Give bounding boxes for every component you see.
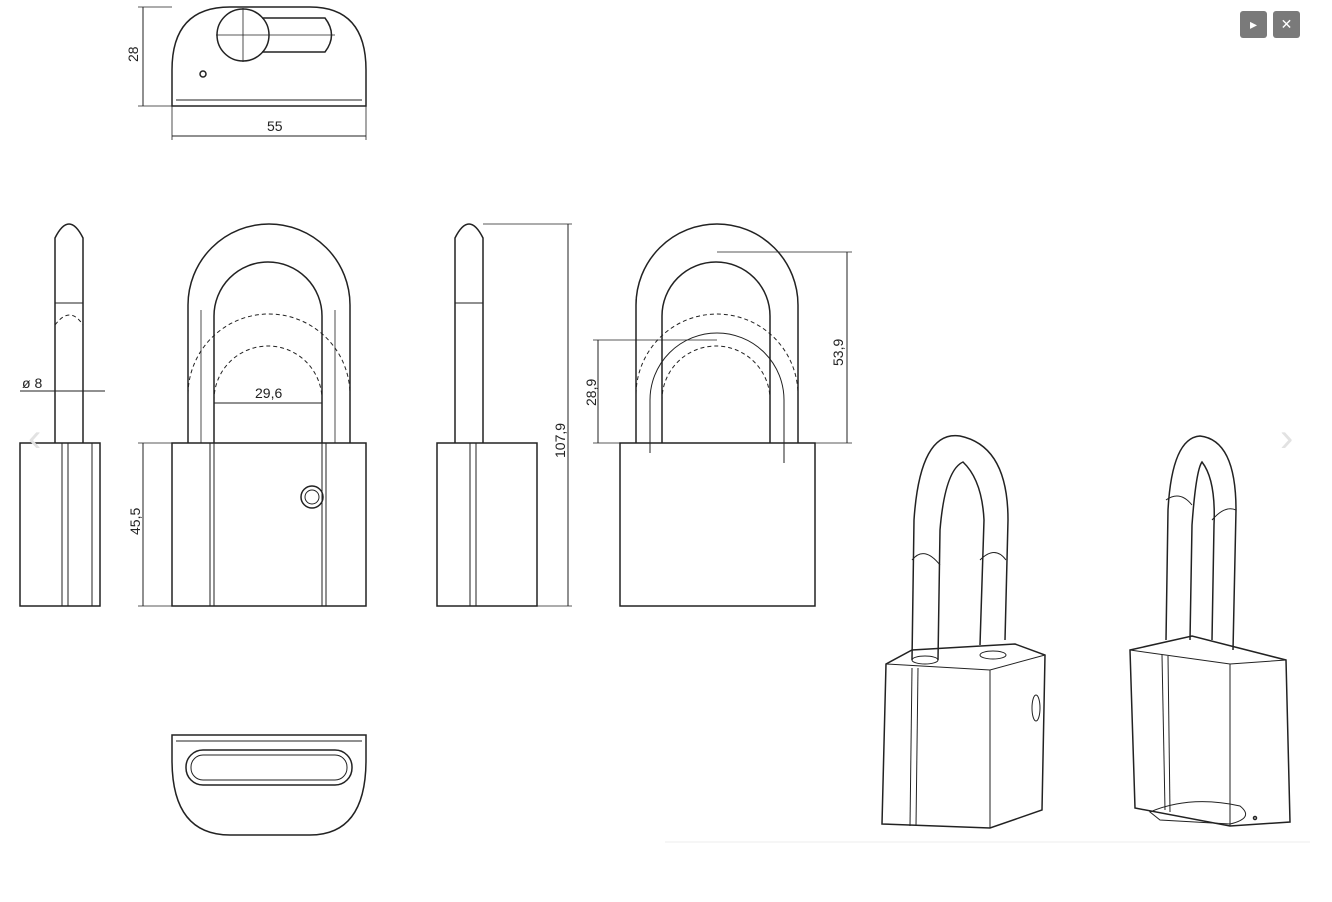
dim-top-height: 28 <box>125 46 141 62</box>
bottom-view <box>171 734 367 836</box>
top-view: 28 55 <box>125 6 367 140</box>
chevron-right-icon: › <box>1280 416 1294 460</box>
open-view: 53,9 28,9 <box>583 223 852 607</box>
dim-top-width: 55 <box>267 118 283 134</box>
chevron-left-icon: ‹ <box>28 416 42 460</box>
dim-total-height: 107,9 <box>552 423 568 458</box>
close-button[interactable]: ✕ <box>1273 11 1300 38</box>
dim-shackle-diameter: ø 8 <box>22 375 42 391</box>
side-view: 107,9 <box>436 223 572 607</box>
slideshow-play-button[interactable]: ▸ <box>1240 11 1267 38</box>
previous-image-button[interactable]: ‹ <box>28 418 41 458</box>
perspective-view-bottom <box>1129 435 1291 827</box>
front-view: 29,6 45,5 <box>127 223 367 607</box>
play-icon: ▸ <box>1249 16 1258 32</box>
left-side-view: ø 8 <box>19 223 105 607</box>
close-icon: ✕ <box>1280 16 1293 32</box>
dim-shackle-height: 53,9 <box>830 339 846 366</box>
dim-shackle-clearance: 28,9 <box>583 379 599 406</box>
next-image-button[interactable]: › <box>1280 418 1293 458</box>
dim-shackle-inner-width: 29,6 <box>255 385 282 401</box>
perspective-view-closed <box>881 434 1046 829</box>
dim-body-height: 45,5 <box>127 508 143 535</box>
